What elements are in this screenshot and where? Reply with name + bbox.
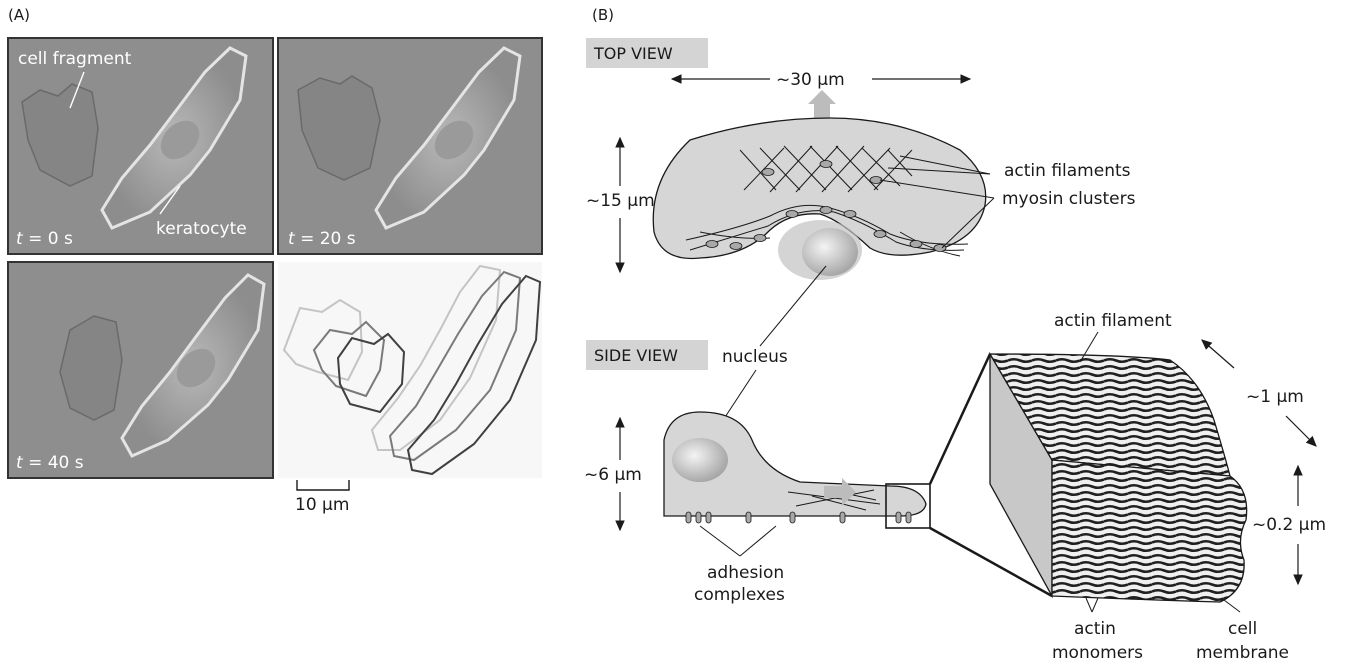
micrograph-frame-0s: cell fragment keratocyte t = 0 s xyxy=(8,38,273,254)
time-label-20s: t = 20 s xyxy=(288,229,356,249)
side-view-title: SIDE VIEW xyxy=(594,346,678,365)
side-height-label: ~6 µm xyxy=(584,465,642,485)
adhesion-label-2: complexes xyxy=(694,585,785,605)
actin-filament-label: actin filament xyxy=(1054,311,1172,331)
nucleus-label: nucleus xyxy=(722,347,788,367)
time-label-40s: t = 40 s xyxy=(16,453,84,473)
time-value: = 20 s xyxy=(295,229,356,249)
membrane-label-1: cell xyxy=(1228,619,1257,639)
cell-fragment-label: cell fragment xyxy=(18,49,132,69)
actin-network-zoom xyxy=(990,354,1247,602)
time-value: = 0 s xyxy=(23,229,73,249)
scale-bar-label: 10 µm xyxy=(295,495,349,515)
adhesion-label-1: adhesion xyxy=(707,563,784,583)
top-height-label: ~15 µm xyxy=(586,191,655,211)
membrane-label-2: membrane xyxy=(1196,643,1289,663)
thickness-label: ~0.2 µm xyxy=(1252,515,1326,535)
actin-filaments-label: actin filaments xyxy=(1004,161,1131,181)
myosin-clusters-label: myosin clusters xyxy=(1002,189,1136,209)
time-label-0s: t = 0 s xyxy=(16,229,73,249)
depth-label: ~1 µm xyxy=(1246,387,1304,407)
top-view-title: TOP VIEW xyxy=(593,44,673,63)
top-width-label: ~30 µm xyxy=(776,70,845,90)
monomers-label-1: actin xyxy=(1074,619,1116,639)
micrograph-frame-20s: t = 20 s xyxy=(278,38,542,254)
panel-a-label: (A) xyxy=(8,6,30,24)
outline-overlay-panel xyxy=(278,262,542,478)
keratocyte-label: keratocyte xyxy=(156,219,247,239)
scale-bar: 10 µm xyxy=(295,480,349,515)
top-view-cell xyxy=(653,118,985,280)
micrograph-frame-40s: t = 40 s xyxy=(8,262,273,478)
panel-b-label: (B) xyxy=(592,6,614,24)
time-value: = 40 s xyxy=(23,453,84,473)
monomers-label-2: monomers xyxy=(1052,643,1143,663)
movement-arrow-up xyxy=(808,90,836,122)
